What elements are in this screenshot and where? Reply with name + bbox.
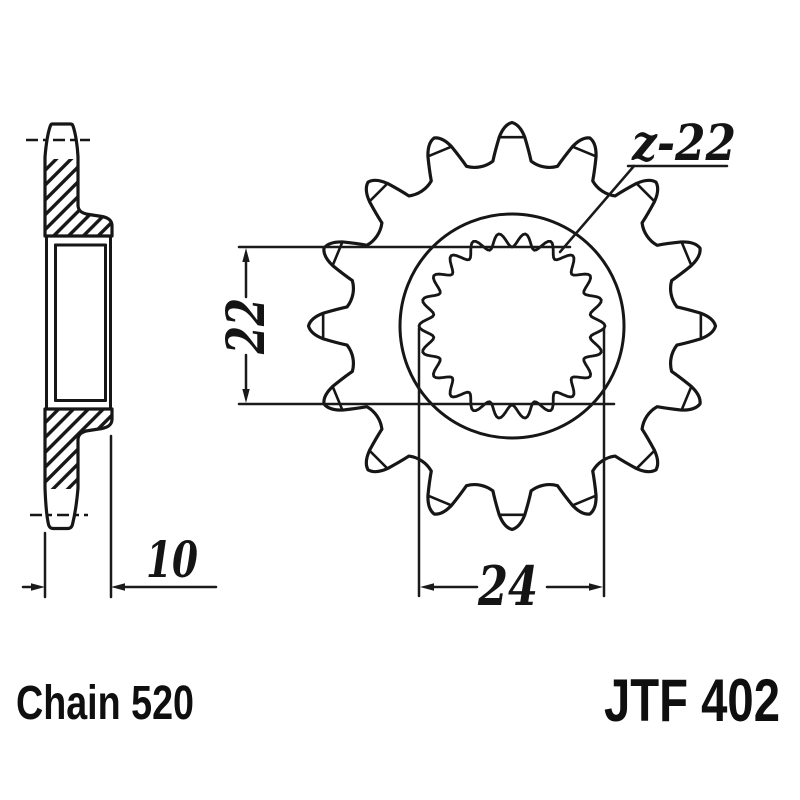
dimensions: z-22 22 24 bbox=[21, 113, 736, 618]
arrowhead-inward-left bbox=[111, 583, 125, 591]
front-view bbox=[306, 120, 718, 532]
labels: Chain 520 JTF 402 bbox=[16, 667, 780, 734]
arrowhead-up bbox=[242, 248, 250, 262]
arrowhead-right bbox=[589, 583, 603, 591]
leader-line bbox=[558, 164, 636, 254]
dim-bore-inner: 22 bbox=[216, 245, 616, 406]
section-view bbox=[26, 122, 114, 531]
chain-label: Chain 520 bbox=[16, 677, 194, 730]
sprocket-outline bbox=[306, 120, 718, 532]
spline-count-label: z-22 bbox=[631, 113, 736, 172]
bore-outer-label: 24 bbox=[477, 554, 538, 618]
arrowhead-down bbox=[242, 389, 250, 403]
width-label: 10 bbox=[146, 530, 198, 589]
part-number-label: JTF 402 bbox=[604, 667, 780, 734]
spline-bore bbox=[417, 232, 607, 420]
dim-bore-outer: 24 bbox=[417, 326, 606, 618]
bore-inner-label: 22 bbox=[216, 298, 277, 355]
dim-width: 10 bbox=[21, 434, 218, 599]
arrowhead-inward-right bbox=[31, 583, 45, 591]
arrowhead-left bbox=[420, 583, 434, 591]
dim-spline-count: z-22 bbox=[558, 113, 736, 254]
section-upper-outline bbox=[43, 122, 114, 238]
hub-circle bbox=[398, 212, 626, 440]
section-lower-outline bbox=[43, 407, 114, 531]
tooth-tip-marks bbox=[321, 135, 703, 517]
